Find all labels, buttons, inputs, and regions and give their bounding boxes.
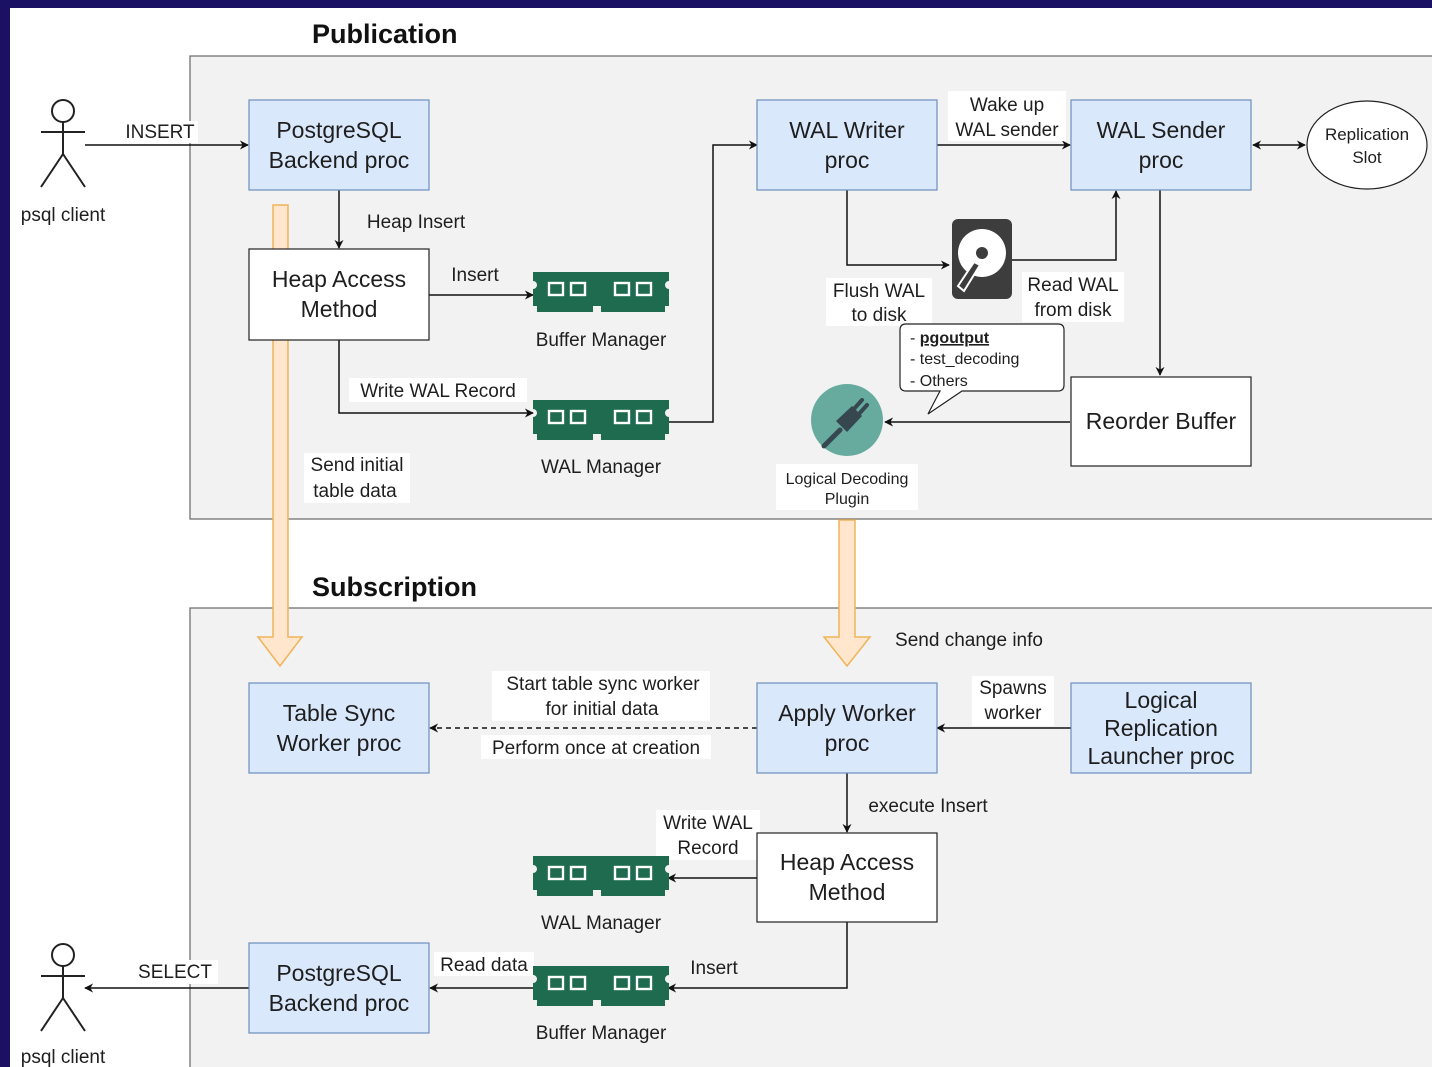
subscription-title: Subscription xyxy=(312,572,477,602)
spawns-label-1: Spawns xyxy=(979,678,1047,699)
option-test-decoding: - test_decoding xyxy=(910,351,1019,368)
table-sync-line2: Worker proc xyxy=(277,730,402,756)
table-sync-line1: Table Sync xyxy=(283,700,396,726)
sub-insert-label: Insert xyxy=(690,958,738,979)
subscription-heap-access-box: Heap Access Method xyxy=(756,832,938,923)
wal-sender-box: WAL Sender proc xyxy=(1070,99,1252,191)
buffer-manager-ram-icon xyxy=(531,270,671,314)
start-sync-label-2: for initial data xyxy=(545,699,658,720)
read-data-label: Read data xyxy=(440,955,528,976)
sub-write-wal-label-2: Record xyxy=(677,838,738,859)
wal-writer-line1: WAL Writer xyxy=(789,117,905,143)
reorder-buffer-label: Reorder Buffer xyxy=(1086,408,1237,434)
plugin-label-1: Logical Decoding xyxy=(786,471,909,488)
execute-insert-label: execute Insert xyxy=(868,796,988,817)
sub-heap-line1: Heap Access xyxy=(780,849,914,875)
publication-backend-box: PostgreSQL Backend proc xyxy=(248,99,430,191)
wake-up-label-2: WAL sender xyxy=(955,120,1059,141)
change-info-arrow xyxy=(822,519,872,668)
sub-wal-manager-label: WAL Manager xyxy=(541,913,662,934)
flush-wal-label-2: to disk xyxy=(852,305,907,326)
option-others: - Others xyxy=(910,373,968,390)
pub-backend-line1: PostgreSQL xyxy=(276,117,401,143)
start-sync-label-1: Start table sync worker xyxy=(506,674,700,695)
launcher-line3: Launcher proc xyxy=(1087,743,1234,769)
launcher-line2: Replication xyxy=(1104,715,1218,741)
plug-icon xyxy=(811,384,883,456)
hard-disk-icon xyxy=(952,219,1012,299)
read-wal-label-1: Read WAL xyxy=(1027,275,1118,296)
read-wal-label-2: from disk xyxy=(1034,300,1112,321)
launcher-box: Logical Replication Launcher proc xyxy=(1070,682,1252,774)
send-initial-label-1: Send initial xyxy=(311,455,404,476)
apply-worker-box: Apply Worker proc xyxy=(756,682,938,774)
insert-label: INSERT xyxy=(125,122,195,143)
apply-worker-line2: proc xyxy=(825,730,870,756)
perform-once-label: Perform once at creation xyxy=(492,738,700,759)
table-sync-worker-box: Table Sync Worker proc xyxy=(248,682,430,774)
sub-write-wal-label-1: Write WAL xyxy=(663,813,753,834)
sub-buffer-manager-ram-icon xyxy=(531,964,671,1008)
option-dash: - xyxy=(910,330,920,347)
wake-up-label-1: Wake up xyxy=(970,95,1044,116)
plugin-options-callout: - pgoutput - test_decoding - Others xyxy=(899,323,1065,415)
wal-writer-line2: proc xyxy=(825,147,870,173)
option-pgoutput: pgoutput xyxy=(920,330,990,347)
bottom-client-label: psql client xyxy=(21,1047,106,1067)
flush-wal-label-1: Flush WAL xyxy=(833,281,925,302)
wal-writer-box: WAL Writer proc xyxy=(756,99,938,191)
pub-heap-line1: Heap Access xyxy=(272,266,406,292)
replication-slot-ellipse: Replication Slot xyxy=(1306,100,1428,190)
apply-worker-line1: Apply Worker xyxy=(778,700,916,726)
launcher-line1: Logical xyxy=(1125,687,1198,713)
send-initial-label-2: table data xyxy=(313,481,397,502)
heap-insert-label: Heap Insert xyxy=(367,212,466,233)
sub-heap-line2: Method xyxy=(809,879,886,905)
sub-backend-line1: PostgreSQL xyxy=(276,960,401,986)
slot-line2: Slot xyxy=(1352,148,1382,167)
sub-buffer-manager-label: Buffer Manager xyxy=(536,1023,667,1044)
pub-backend-line2: Backend proc xyxy=(269,147,410,173)
top-client-label: psql client xyxy=(21,205,106,226)
pub-heap-line2: Method xyxy=(301,296,378,322)
select-label: SELECT xyxy=(138,962,212,983)
send-change-label: Send change info xyxy=(895,630,1043,651)
write-wal-label: Write WAL Record xyxy=(360,381,516,402)
pub-buffer-manager-label: Buffer Manager xyxy=(536,330,667,351)
sub-backend-line2: Backend proc xyxy=(269,990,410,1016)
wal-sender-line2: proc xyxy=(1139,147,1184,173)
publication-heap-access-box: Heap Access Method xyxy=(248,248,430,341)
wal-manager-ram-icon xyxy=(531,398,671,442)
svg-text:- pgoutput: - pgoutput xyxy=(910,330,990,347)
subscription-backend-box: PostgreSQL Backend proc xyxy=(248,942,430,1034)
spawns-label-2: worker xyxy=(983,703,1042,724)
slot-line1: Replication xyxy=(1325,125,1409,144)
sub-wal-manager-ram-icon xyxy=(531,854,671,898)
wal-sender-line1: WAL Sender xyxy=(1097,117,1226,143)
insert-buffer-label: Insert xyxy=(451,265,499,286)
publication-title: Publication xyxy=(312,19,458,49)
plugin-label-2: Plugin xyxy=(825,491,869,508)
reorder-buffer-box: Reorder Buffer xyxy=(1070,376,1252,467)
pub-wal-manager-label: WAL Manager xyxy=(541,457,662,478)
